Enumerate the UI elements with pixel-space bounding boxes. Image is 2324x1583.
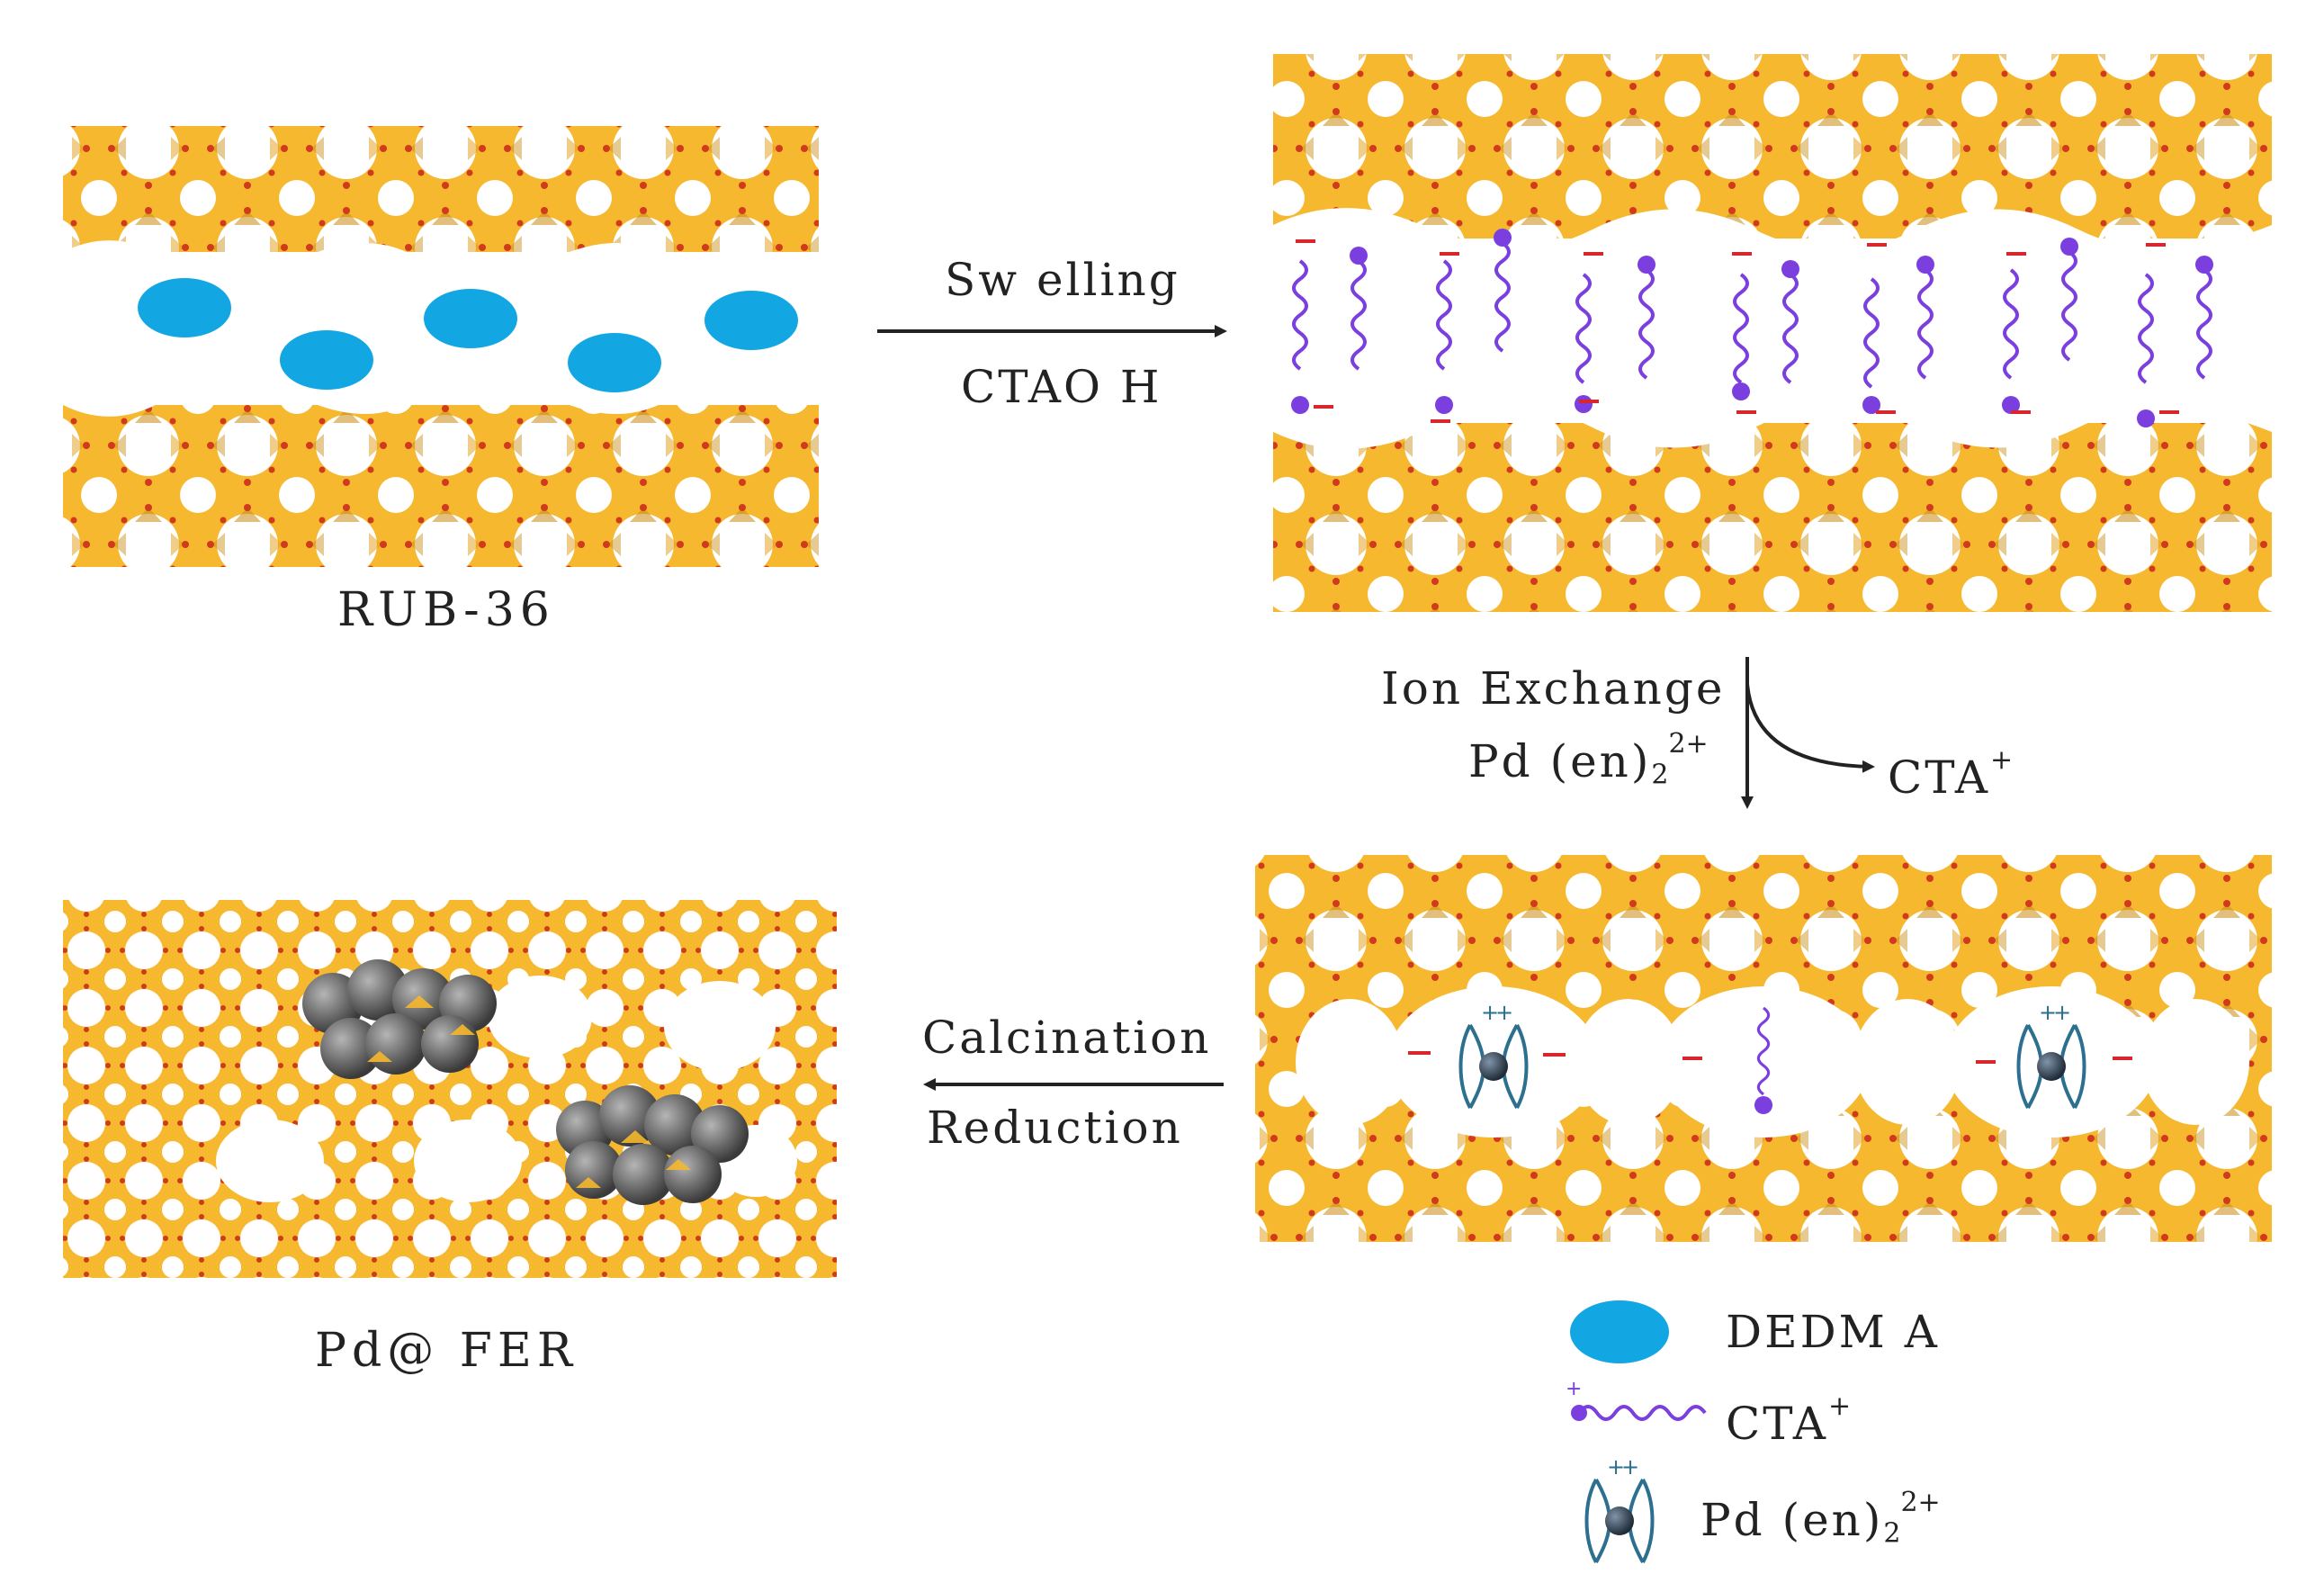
legend-pd-complex-symbol (1584, 1453, 1655, 1564)
ion-exchange-label: Ion Exchange (1381, 662, 1726, 715)
legend-dedma-label: DEDM A (1726, 1306, 1940, 1358)
legend-symbols: + (1566, 1300, 1707, 1564)
legend-dedma-symbol (1570, 1300, 1669, 1363)
cta-release-arrow (1745, 683, 1875, 773)
ion-exchanged-framework (1255, 855, 2272, 1242)
ctaoh-label: CTAO H (961, 361, 1162, 413)
ion-exchange-reagent: Pd (en)22+ (1468, 728, 1709, 791)
pd-fer-framework (63, 900, 837, 1278)
legend-cta-symbol: + (1566, 1378, 1707, 1421)
rub36-label: RUB-36 (337, 583, 555, 637)
pd-nanoparticles (302, 959, 749, 1205)
legend-pd-complex-label: Pd (en)22+ (1700, 1487, 1941, 1550)
cta-byproduct-label: CTA+ (1888, 744, 2014, 804)
dedma-molecules (129, 272, 807, 399)
process-arrows (877, 325, 1875, 1091)
svg-text:+: + (1566, 1378, 1582, 1400)
swollen-framework (1273, 54, 2272, 612)
reduction-label: Reduction (927, 1102, 1183, 1154)
cta-surfactant-layer (1291, 229, 2213, 427)
swelling-label: Sw elling (945, 254, 1180, 306)
pd-complexes-in-framework (1408, 998, 2132, 1114)
legend-cta-label: CTA+ (1726, 1390, 1852, 1450)
calcination-label: Calcination (922, 1012, 1212, 1064)
pdfer-label: Pd@ FER (315, 1324, 578, 1378)
